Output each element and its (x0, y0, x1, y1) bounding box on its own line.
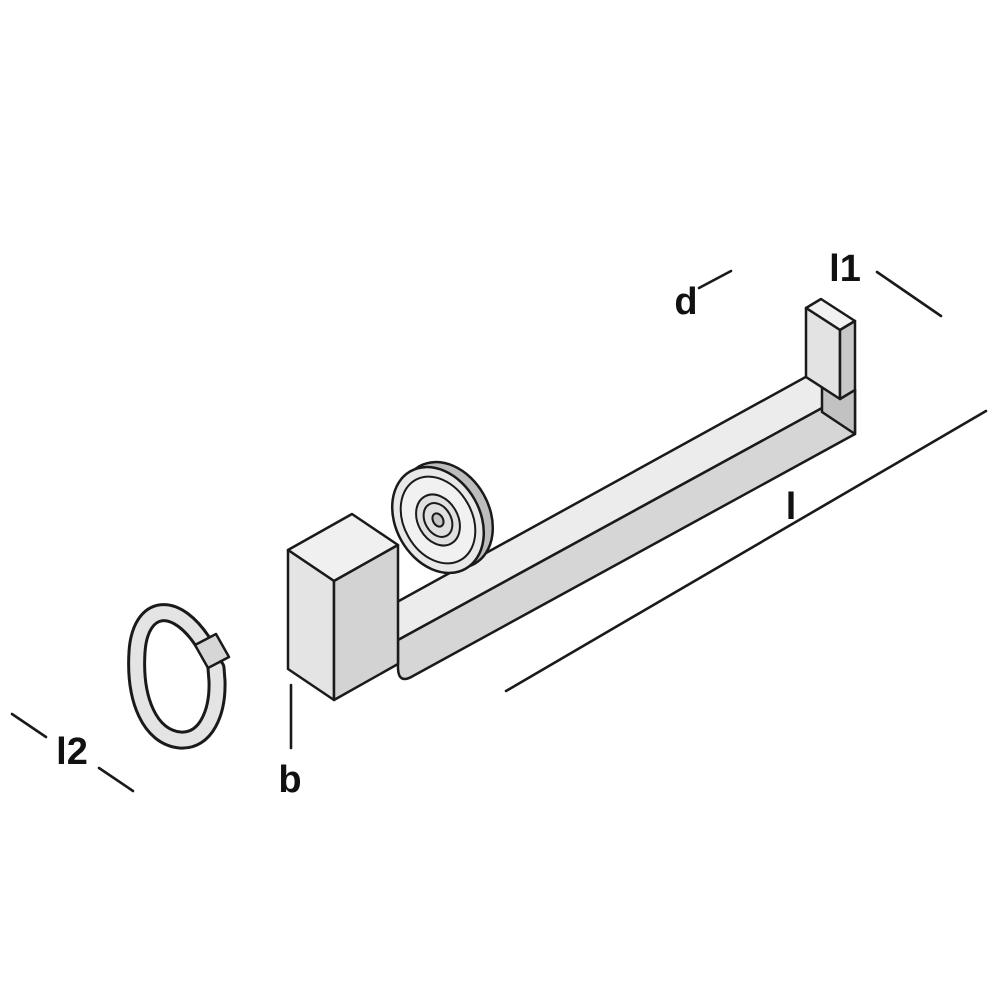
dim-line-l1 (875, 270, 943, 318)
block-front-face (332, 543, 400, 702)
rail-front-face (396, 388, 857, 681)
dim-label-l2: l2 (56, 731, 88, 773)
end-flange (804, 297, 857, 401)
dim-label-l: l (786, 486, 797, 528)
disc-center (431, 512, 445, 528)
flange-side-face (838, 319, 857, 401)
slider-block (286, 512, 400, 702)
disc-hub-inner (422, 502, 454, 538)
dim-line-d (697, 269, 733, 290)
dim-line-l2-lower (97, 766, 135, 793)
dim-line-l (504, 409, 988, 693)
handle-collar (193, 632, 231, 670)
wire-handle (127, 603, 231, 750)
dim-line-l2-upper (10, 712, 48, 739)
dim-label-l1: l1 (829, 248, 861, 290)
dim-label-d: d (674, 281, 697, 323)
dim-label-b: b (278, 759, 301, 801)
handle-loop-body (130, 606, 224, 747)
pressure-disc (390, 460, 495, 575)
